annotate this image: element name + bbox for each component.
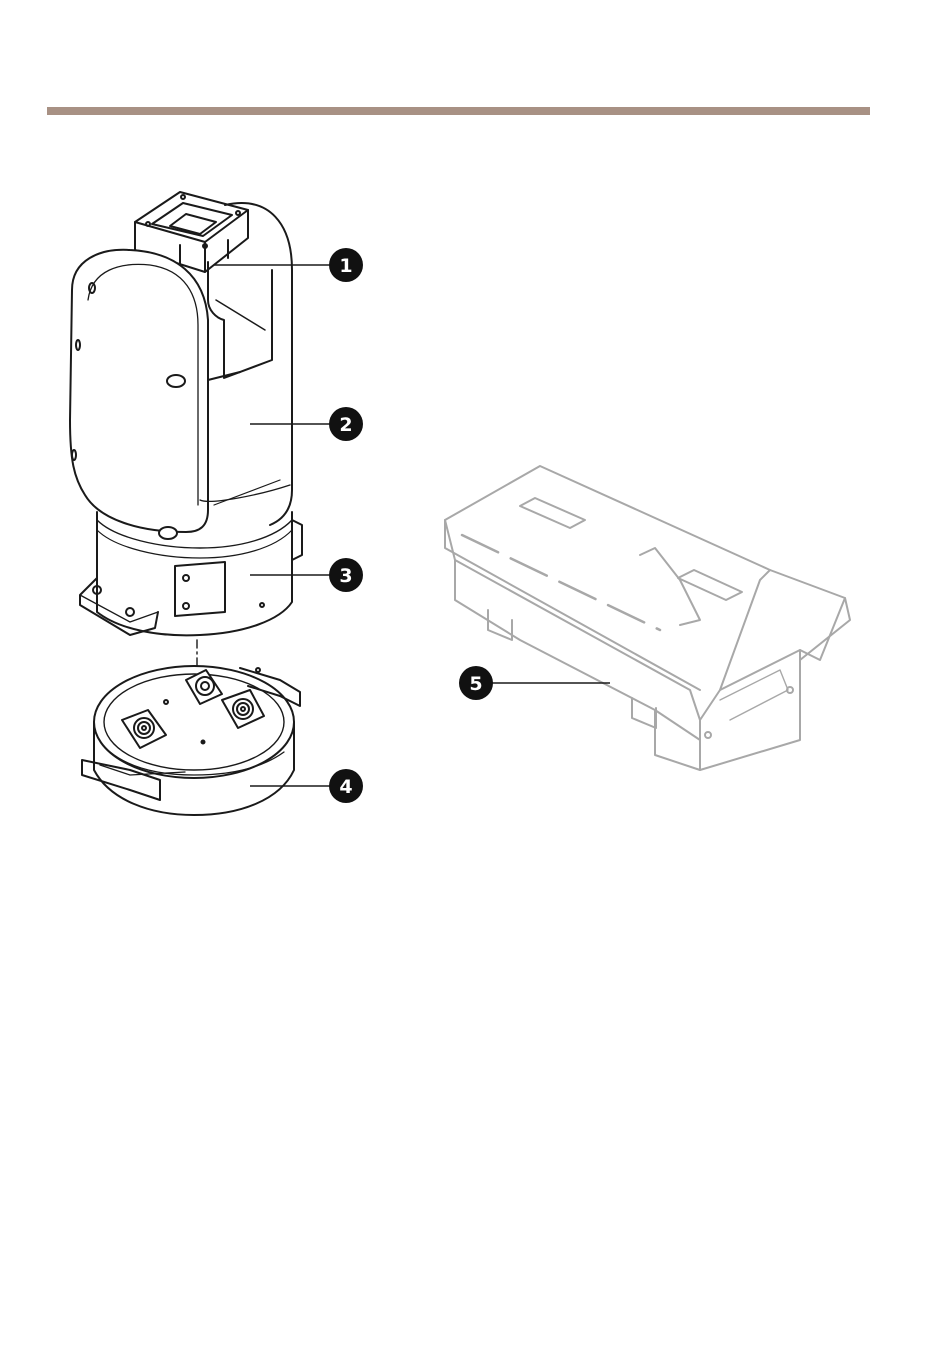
callout-number: 2 (339, 414, 352, 436)
callout-badge-4: 4 (329, 769, 363, 803)
callout-badge-3: 3 (329, 558, 363, 592)
camera-body-drawing (70, 250, 290, 539)
weather-shield-drawing (445, 466, 850, 770)
yoke-arm-drawing (208, 203, 292, 525)
callout-number: 1 (339, 255, 352, 277)
callout-number: 3 (339, 565, 352, 587)
callout-badge-1: 1 (329, 248, 363, 282)
callout-number: 4 (339, 776, 352, 798)
callout-badge-5: 5 (459, 666, 493, 700)
mounting-base-drawing (82, 666, 300, 815)
ptz-camera-drawing (70, 192, 302, 815)
callout-badge-2: 2 (329, 407, 363, 441)
callout-number: 5 (469, 673, 482, 695)
